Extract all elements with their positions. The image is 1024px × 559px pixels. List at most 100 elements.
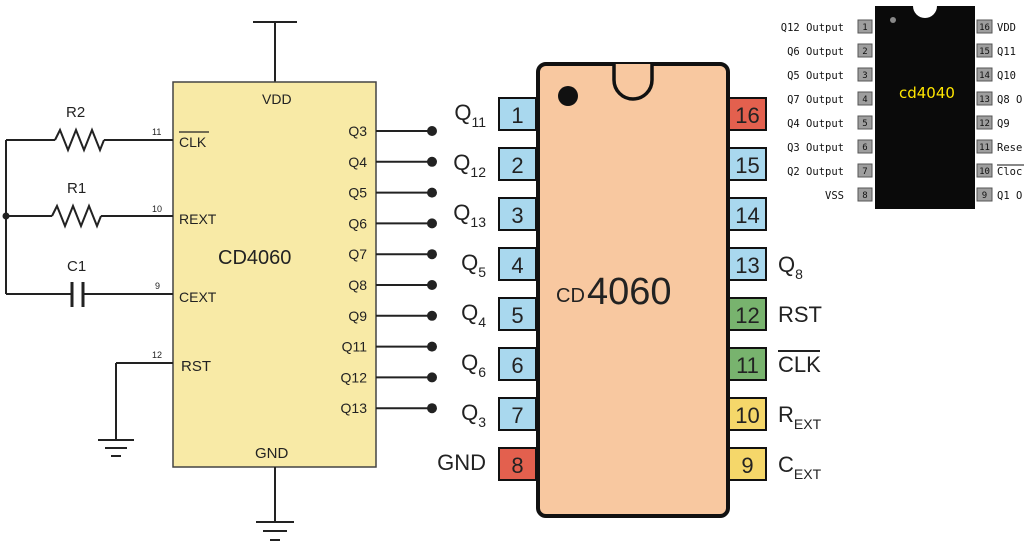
output-terminal (427, 249, 437, 260)
cd4040-pin-label: Cloc (997, 166, 1022, 178)
cd4040-pin-number: 12 (979, 119, 990, 129)
cd4040-pin-number: 16 (979, 23, 990, 33)
cd4040-pin-box (976, 67, 993, 82)
rext-pin-label: REXT (179, 211, 217, 227)
cd4040-pin-box (857, 139, 873, 154)
pin-box (728, 397, 767, 431)
cd4040-pin-number: 10 (979, 167, 990, 177)
cd4040-pin-number: 8 (862, 191, 867, 201)
pin-box (728, 347, 767, 381)
output-label-q8: Q8 (348, 277, 367, 293)
pin-label: Q11 (454, 100, 486, 130)
cd4040-pin-number: 7 (862, 167, 867, 177)
pin-label: Q3 (461, 400, 486, 430)
cd4040-pin-number: 2 (862, 47, 867, 57)
pin1-dot (558, 86, 578, 106)
pin-number: 16 (735, 103, 759, 128)
output-terminal (427, 218, 437, 229)
output-terminal (427, 341, 437, 352)
cd4040-pin-box (976, 19, 993, 34)
clk-pin-label: CLK (179, 134, 207, 150)
cd4040-pin-label: VDD (997, 22, 1016, 34)
pin-box (498, 247, 537, 281)
cd4040-pin-label: Q2 Output (787, 166, 844, 178)
cd4040-pin-box (857, 43, 873, 58)
cd4040-pin-number: 14 (979, 71, 990, 81)
pin-box (498, 147, 537, 181)
pin-label: Q8 (778, 252, 803, 282)
cd4040-pin-box (976, 91, 993, 106)
pin-number: 4 (511, 253, 523, 278)
cd4040-pin-label: Q11 (997, 46, 1016, 58)
output-terminal (427, 126, 437, 136)
output-label-q9: Q9 (348, 308, 367, 324)
cd4040-pin-label: Q5 Output (787, 70, 844, 82)
pin-number: 10 (735, 403, 759, 428)
pin-label: GND (437, 450, 486, 475)
pin-label: Q5 (461, 250, 486, 280)
output-label-q6: Q6 (348, 215, 367, 231)
pin-number: 8 (511, 453, 523, 478)
pin-label: RST (778, 302, 822, 327)
cd4040-pin-label: Rese (997, 142, 1022, 154)
pin-label: Q4 (461, 300, 486, 330)
schematic: VDD GND CD4060 CLK REXT CEXT RST 11 10 9… (2, 21, 437, 541)
r1-label: R1 (67, 180, 86, 197)
output-label-q12: Q12 (341, 369, 368, 385)
output-terminal (427, 280, 437, 290)
pin-number: 14 (735, 203, 759, 228)
cd4040-pin-box (857, 163, 873, 178)
cd4040-pin-box (857, 19, 873, 34)
output-label-q3: Q3 (348, 123, 367, 139)
cd4040-chip-name: cd4040 (899, 84, 955, 102)
pin-number: 11 (736, 353, 759, 378)
cd4040-pin-box (976, 139, 993, 154)
output-terminal (427, 372, 437, 383)
cd4040-body (875, 6, 975, 209)
pin-num-12: 12 (152, 350, 162, 360)
cd4040-pin-box (976, 115, 993, 130)
pin-num-11: 11 (152, 127, 161, 137)
gnd-label: GND (255, 445, 289, 462)
pinout-chip-num: 4060 (587, 271, 672, 313)
rc-network (2, 127, 173, 457)
output-terminal (427, 187, 437, 198)
output-label-q4: Q4 (348, 154, 367, 170)
pin-box (728, 97, 767, 131)
pin-box (498, 347, 537, 381)
cd4040-pin-box (857, 187, 873, 202)
pin-box (498, 297, 537, 331)
pin-num-9: 9 (155, 281, 160, 291)
rst-pin-label: RST (181, 358, 211, 375)
pin-num-10: 10 (152, 204, 162, 214)
pin-label: Q12 (453, 150, 486, 180)
pinout-chip-cd: CD (556, 285, 585, 307)
pin-box (728, 297, 767, 331)
pin-label: CLK (778, 352, 821, 377)
output-label-q5: Q5 (348, 185, 367, 201)
cd4040-pin-number: 5 (862, 119, 867, 129)
output-terminal (427, 403, 437, 414)
cd4040-pin-number: 9 (982, 191, 987, 201)
pin-box (498, 97, 537, 131)
c1-label: C1 (67, 258, 86, 275)
cd4040-pin-label: Q9 (997, 118, 1010, 130)
cd4040-pin-number: 13 (979, 95, 990, 105)
output-terminal (427, 156, 437, 167)
pin-number: 13 (735, 253, 759, 278)
cd4040-pin-label: Q3 Output (787, 142, 844, 154)
cd4040-pin-label: Q7 Output (787, 94, 844, 106)
cd4040-pin1-dot (890, 17, 896, 23)
cd4040-pin-label: Q1 O (997, 190, 1022, 202)
cd4040-pin-number: 4 (862, 95, 867, 105)
output-label-q13: Q13 (341, 400, 368, 416)
pin-number: 5 (511, 303, 523, 328)
cd4040-pin-box (976, 163, 993, 178)
pin1-notch (612, 64, 654, 101)
pin-box (498, 447, 537, 481)
